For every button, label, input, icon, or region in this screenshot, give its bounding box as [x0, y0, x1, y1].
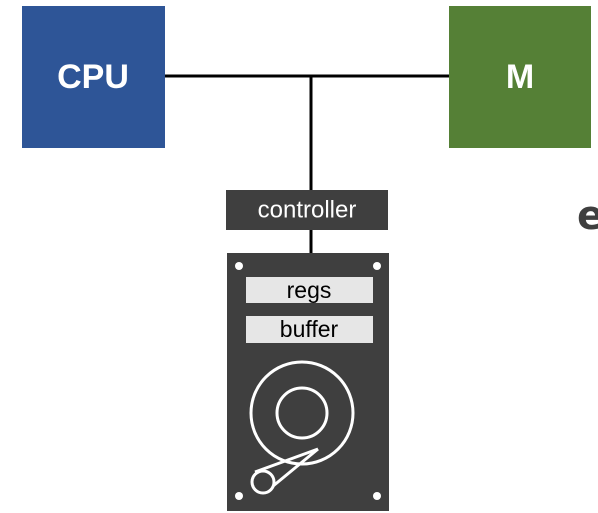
disk-drive: regs buffer	[227, 253, 389, 511]
cpu-box-rect	[22, 6, 165, 148]
memory-label: M	[506, 58, 534, 96]
buffer-slot	[246, 316, 373, 343]
screw-top-right-icon	[373, 262, 381, 270]
cpu-box: CPU	[22, 6, 165, 148]
platter-icon	[249, 360, 355, 495]
memory-box: M	[449, 6, 591, 148]
screw-bottom-right-icon	[373, 492, 381, 500]
controller-box: controller	[226, 190, 388, 230]
buffer-label: buffer	[280, 316, 339, 342]
screw-bottom-left-icon	[235, 492, 243, 500]
controller-box-rect	[226, 190, 388, 230]
cpu-label: CPU	[57, 58, 129, 96]
read-arm-lower-edge	[266, 447, 319, 493]
screw-top-left-icon	[235, 262, 243, 270]
cropped-text-fragment: e	[577, 193, 598, 239]
regs-label: regs	[287, 277, 332, 303]
platter-inner-ring	[275, 386, 329, 440]
read-arm-pivot	[250, 469, 276, 495]
controller-label: controller	[258, 197, 357, 224]
regs-slot	[246, 277, 373, 303]
memory-box-rect	[449, 6, 591, 148]
read-arm-upper-edge	[254, 447, 319, 474]
